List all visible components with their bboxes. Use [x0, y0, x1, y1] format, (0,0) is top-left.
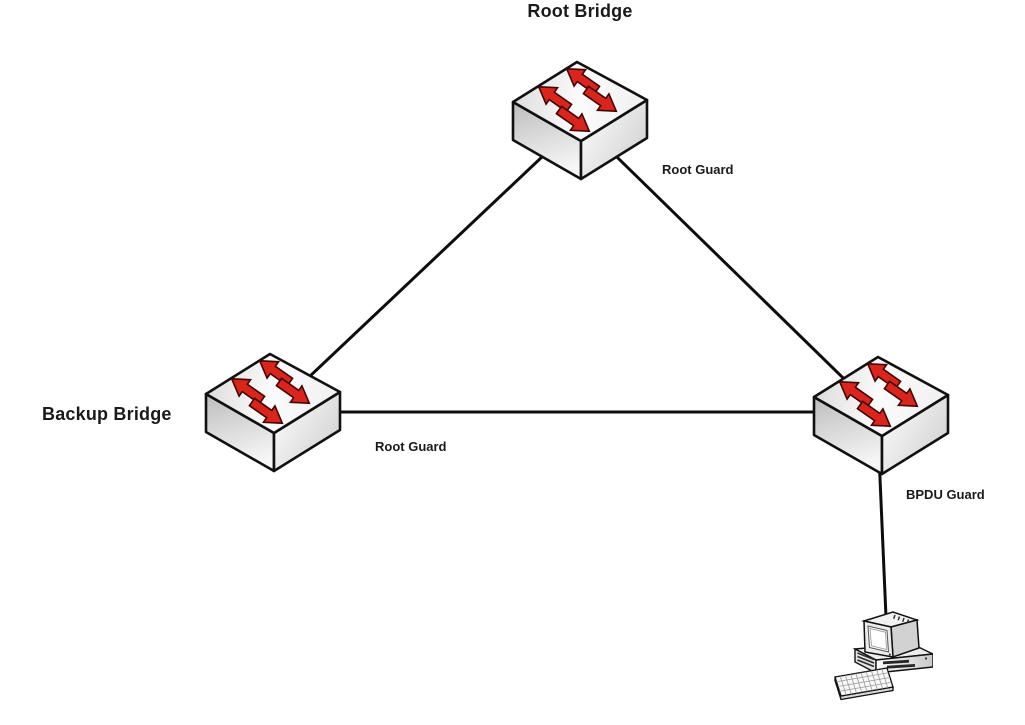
link-root-to-backup — [270, 119, 582, 414]
root-guard-upper-label: Root Guard — [662, 162, 734, 177]
backup-bridge-switch-icon — [204, 352, 344, 474]
root-guard-lower-label: Root Guard — [375, 439, 447, 454]
right-switch-icon — [812, 355, 952, 477]
workstation-icon — [834, 611, 933, 701]
bpdu-guard-label: BPDU Guard — [906, 487, 985, 502]
link-root-to-right-switch — [578, 119, 881, 415]
root-bridge-label: Root Bridge — [527, 1, 633, 21]
root-bridge-switch-icon — [511, 60, 651, 182]
backup-bridge-label: Backup Bridge — [42, 404, 172, 424]
